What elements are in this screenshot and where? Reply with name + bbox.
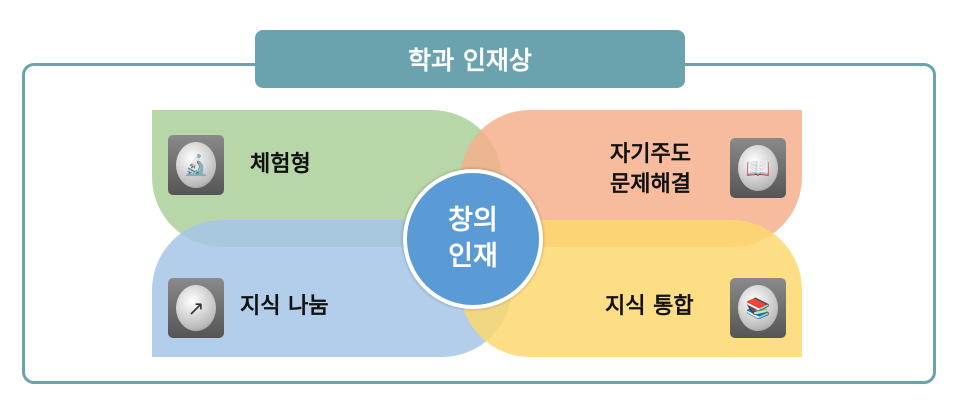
page-title: 학과 인재상 xyxy=(255,30,685,88)
center-line2: 인재 xyxy=(448,241,498,272)
center-circle: 창의 인재 xyxy=(403,169,543,309)
share-arrow-icon: ↗ xyxy=(168,278,224,338)
label-knowledge-sharing: 지식 나눔 xyxy=(240,294,329,319)
book-stack-icon: 📚 xyxy=(730,278,786,338)
label-experiential: 체험형 xyxy=(250,152,311,177)
label-self-directed: 자기주도 문제해결 xyxy=(610,140,691,200)
label-line: 문제해결 xyxy=(610,172,691,197)
label-knowledge-integration: 지식 통합 xyxy=(605,294,694,319)
microscope-icon: 🔬 xyxy=(168,135,224,195)
label-line: 자기주도 xyxy=(610,142,691,167)
reading-person-icon: 📖 xyxy=(730,138,786,198)
center-line1: 창의 xyxy=(448,205,498,236)
